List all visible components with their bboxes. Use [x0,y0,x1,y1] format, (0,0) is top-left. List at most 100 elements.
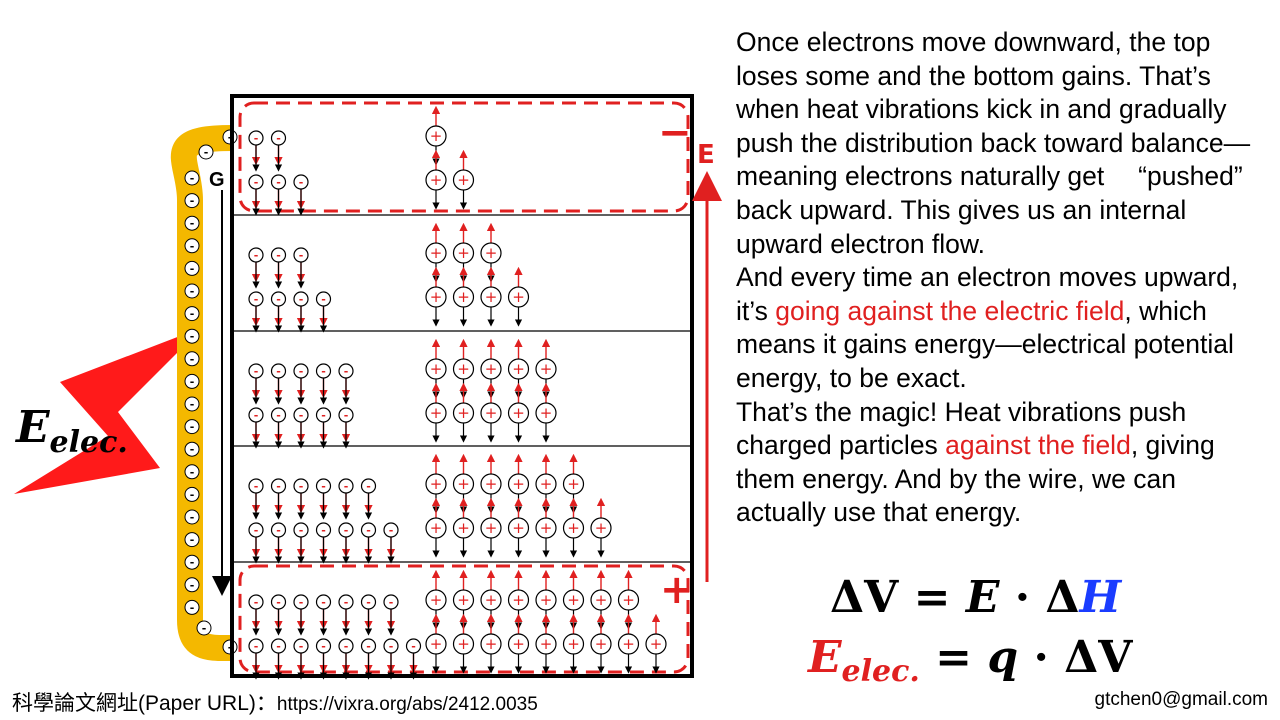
svg-text:-: - [276,596,281,609]
svg-text:-: - [389,524,394,537]
proton: + [507,338,530,399]
svg-text:+: + [430,519,443,537]
svg-text:-: - [321,365,326,378]
paper-url-footer: 科學論文網址(Paper URL)：https://vixra.org/abs/… [12,692,538,715]
electron: - [315,594,332,636]
paper-url-link[interactable]: https://vixra.org/abs/2412.0035 [276,694,538,715]
svg-text:+: + [595,519,608,537]
svg-text:-: - [276,365,281,378]
svg-text:+: + [457,360,470,378]
minus-sign: − [658,110,692,156]
equation-energy: Eelec. = q · ΔV [808,632,1133,689]
electron: - [315,638,332,680]
wire-electron: - [184,419,200,435]
proton: + [452,266,475,327]
svg-text:-: - [321,596,326,609]
svg-text:-: - [254,480,259,493]
electron: - [383,594,399,636]
explanation-text: Once electrons move downward, the top lo… [736,26,1271,530]
proton: + [590,613,612,674]
svg-text:+: + [512,404,525,422]
electron: - [248,247,264,289]
svg-text:+: + [430,404,443,422]
svg-text:+: + [457,635,470,653]
svg-text:-: - [276,176,281,189]
svg-text:-: - [276,409,281,422]
electron: - [405,638,422,680]
wire-electron: - [184,554,200,570]
electron: - [248,363,264,405]
paragraph-2: And every time an electron moves upward,… [736,262,1239,393]
electron: - [248,638,264,680]
electron: - [315,291,332,333]
svg-text:-: - [190,421,195,434]
wire-electron: - [184,509,200,525]
electron: - [248,130,264,172]
svg-text:-: - [389,596,394,609]
electron: - [338,594,354,636]
electron: - [293,247,309,289]
svg-text:+: + [430,244,443,262]
electron: - [248,478,264,520]
electron: - [270,522,287,564]
wire-electron: - [184,373,200,389]
electron: - [293,594,309,636]
svg-text:+: + [622,635,635,653]
svg-text:+: + [567,475,580,493]
wire-electron: - [184,238,200,254]
electron: - [360,522,377,564]
wire-electron: - [184,441,200,457]
proton: + [452,338,475,399]
svg-text:+: + [485,519,498,537]
svg-text:+: + [485,244,498,262]
proton: + [562,569,585,630]
svg-text:-: - [344,480,349,493]
electron: - [383,522,399,564]
proton: + [645,613,667,674]
svg-text:+: + [512,288,525,306]
svg-text:-: - [366,480,371,493]
electron: - [270,594,287,636]
svg-text:-: - [190,308,195,321]
svg-text:-: - [299,524,304,537]
svg-text:-: - [366,524,371,537]
svg-text:+: + [650,635,663,653]
svg-text:+: + [595,591,608,609]
equation-voltage: ΔV = E · ΔH [830,572,1122,623]
electron: - [270,638,287,680]
svg-text:-: - [254,640,259,653]
svg-text:-: - [254,249,259,262]
electron: - [315,522,332,564]
proton: + [425,497,447,558]
g-label: G [209,169,225,191]
electron: - [248,291,264,333]
svg-text:-: - [254,365,259,378]
proton: + [590,497,612,558]
svg-text:-: - [389,640,394,653]
svg-text:+: + [485,404,498,422]
lightning-bolt-icon [14,336,182,494]
svg-text:+: + [430,127,443,145]
electron: - [248,174,264,216]
svg-text:+: + [457,288,470,306]
svg-text:-: - [299,176,304,189]
proton: + [507,613,530,674]
electron: - [315,407,332,449]
wire-electron: - [184,283,200,299]
svg-text:-: - [190,511,195,524]
proton: + [452,613,475,674]
svg-text:+: + [540,360,553,378]
proton: + [562,613,585,674]
svg-text:-: - [254,132,259,145]
proton: + [617,569,640,630]
svg-text:-: - [202,622,207,635]
svg-text:-: - [254,409,259,422]
electron: - [293,363,309,405]
svg-text:-: - [254,176,259,189]
wire-electron: - [196,620,212,636]
svg-text:-: - [190,375,195,388]
svg-text:-: - [411,640,416,653]
svg-text:-: - [299,249,304,262]
svg-text:+: + [457,475,470,493]
